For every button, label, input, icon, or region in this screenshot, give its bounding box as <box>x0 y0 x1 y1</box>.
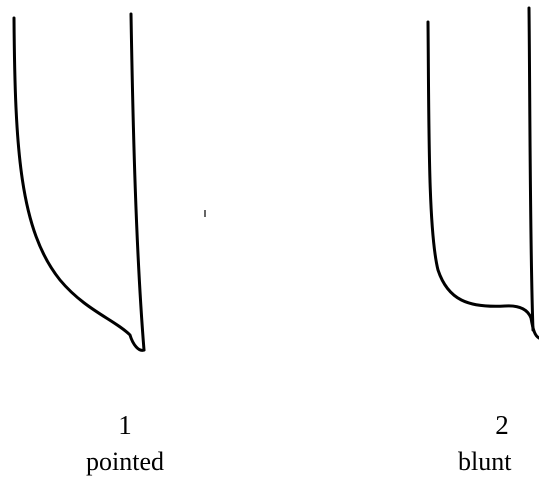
pointed-left-curve <box>12 16 146 352</box>
figure-2-label: blunt <box>458 447 512 476</box>
figure-1-pointed <box>12 12 146 352</box>
pointed-right-wall <box>129 12 146 352</box>
figure-2-blunt <box>426 6 539 340</box>
figure-1-number: 1 <box>118 410 132 440</box>
blunt-left-curve <box>426 20 539 340</box>
figure-2-number: 2 <box>495 410 509 440</box>
figure-1-label: pointed <box>86 447 164 476</box>
blunt-right-wall <box>527 6 535 332</box>
